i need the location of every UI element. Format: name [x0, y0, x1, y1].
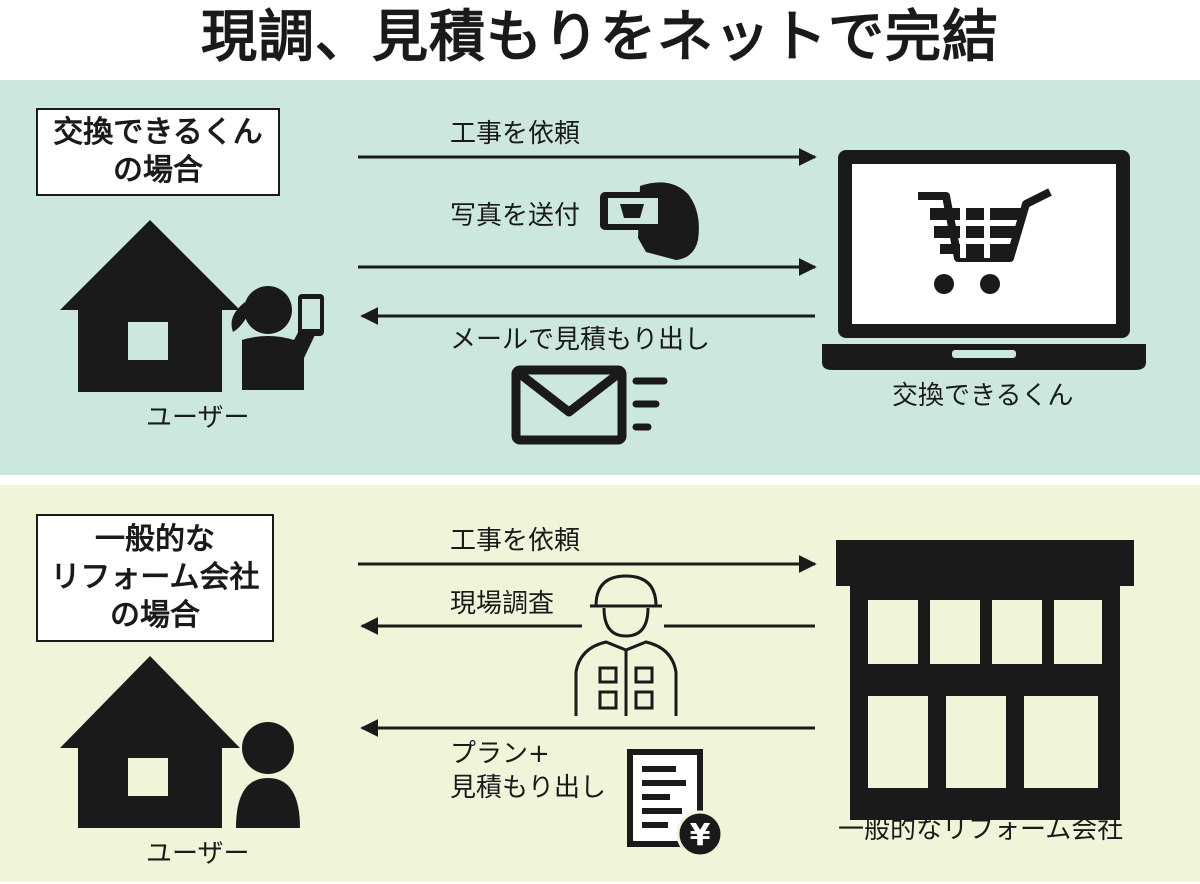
yen-symbol: ¥ — [690, 818, 711, 853]
document-yen-icon: ¥ — [627, 749, 724, 858]
step-send-photo-label: 写真を送付 — [450, 201, 581, 231]
house-icon — [60, 656, 240, 828]
step-site-survey-label: 現場調査 — [450, 589, 555, 619]
step-email-estimate-label: メールで見積もり出し — [450, 325, 711, 355]
top-vendor-label: 交換できるくん — [892, 381, 1074, 411]
bottom-user-label: ユーザー — [146, 839, 250, 869]
page-title: 現調、見積もりをネットで完結 — [201, 5, 999, 70]
laptop-cart-icon — [822, 150, 1146, 370]
bottom-case-label: 一般的な リフォーム会社 の場合 — [36, 514, 274, 642]
step-estimate-line-2: 見積もり出し — [450, 773, 607, 803]
store-building-icon — [836, 540, 1134, 820]
bottom-case-line-2: リフォーム会社 — [50, 560, 260, 595]
top-user-label: ユーザー — [146, 403, 250, 433]
envelope-icon — [511, 365, 668, 445]
top-case-label: 交換できるくん の場合 — [36, 108, 280, 196]
step-request-label: 工事を依頼 — [450, 119, 581, 149]
bottom-vendor-label: 一般的なリフォーム会社 — [838, 815, 1124, 845]
step-request-label: 工事を依頼 — [450, 526, 581, 556]
top-case-line-2: の場合 — [113, 153, 203, 188]
top-case-line-1: 交換できるくん — [53, 115, 263, 150]
worker-icon — [574, 574, 678, 716]
woman-phone-icon — [231, 286, 324, 390]
house-icon — [60, 220, 240, 392]
bottom-case-line-3: の場合 — [110, 598, 200, 633]
person-icon — [236, 722, 300, 828]
phone-photo-icon — [600, 182, 699, 260]
bottom-case-line-1: 一般的な — [95, 522, 215, 557]
step-estimate-line-1: プラン+ — [450, 739, 550, 769]
